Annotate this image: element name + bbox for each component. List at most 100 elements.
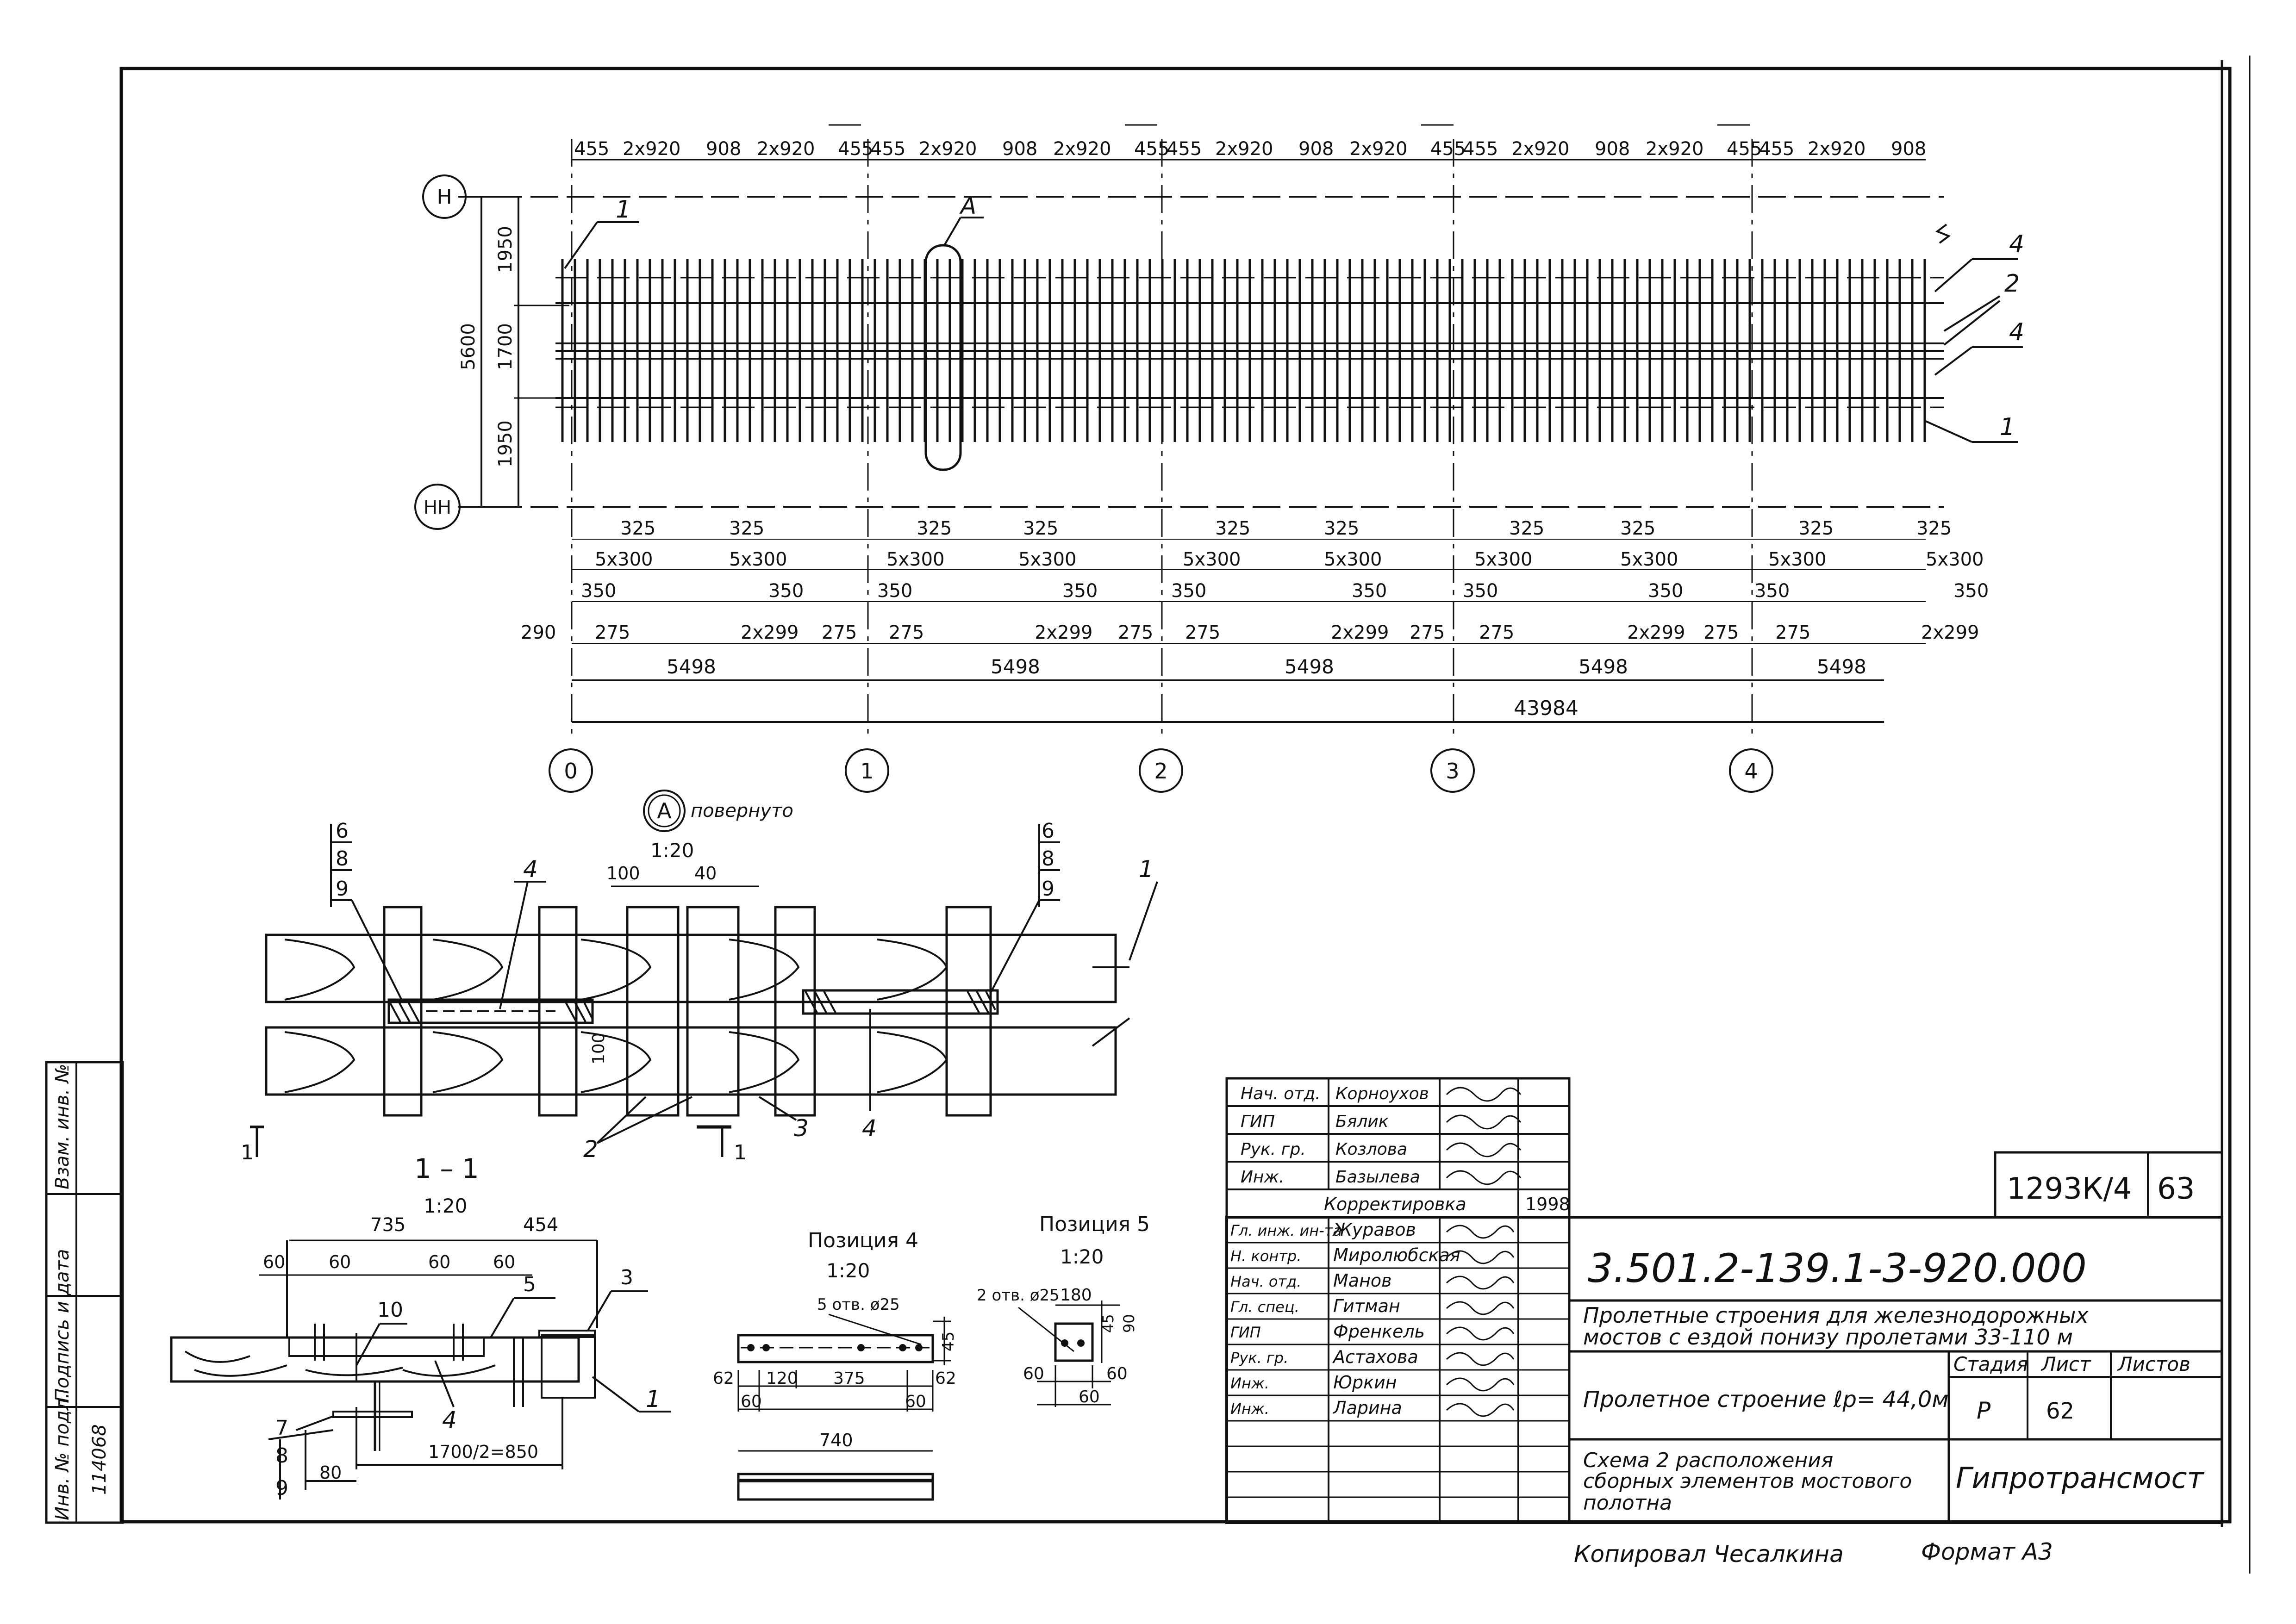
approval-role: Нач. отд. — [1241, 1084, 1321, 1103]
section-dim-60-c: 60 — [428, 1252, 450, 1272]
axis-circle — [1729, 748, 1773, 793]
pos4-dim-120: 120 — [766, 1369, 798, 1388]
bottom-dim: 325 — [917, 518, 952, 539]
pos4-dim-45: 45 — [939, 1332, 958, 1351]
series-title-2: мостов с ездой понизу пролетами 33-110 м — [1583, 1325, 2073, 1350]
bottom-dim: 350 — [1754, 580, 1790, 602]
vdim-total: 5600 — [458, 323, 479, 370]
side-repl-inv: Взам. инв. № — [52, 1064, 73, 1189]
detail-a-dim-40: 40 — [694, 863, 717, 884]
detail-a-dim-100-top: 100 — [606, 863, 640, 884]
album-code: 1293К/4 — [2007, 1172, 2132, 1206]
top-dim: 455 — [1463, 138, 1498, 160]
top-dim: 455 — [1759, 138, 1794, 160]
top-dim: 2x920 — [623, 138, 680, 160]
top-dim: 2x920 — [1349, 138, 1407, 160]
bottom-dim: 350 — [1648, 580, 1683, 602]
drawing-title-1: Схема 2 расположения — [1583, 1449, 1833, 1472]
series-title-1: Пролетные строения для железнодорожных — [1583, 1303, 2089, 1328]
total-length: 43984 — [1514, 697, 1578, 720]
detail-a-callout-9-left: 9 — [336, 877, 349, 901]
pos5-dim-45: 45 — [1099, 1314, 1117, 1333]
approval-role: Инж. — [1241, 1168, 1284, 1187]
bottom-dim: 290 — [521, 622, 556, 643]
cross-tie — [945, 906, 992, 1117]
bottom-dim: 5x300 — [729, 549, 787, 570]
bottom-dim: 5x300 — [1926, 549, 1984, 570]
signatory-role: ГИП — [1230, 1324, 1261, 1341]
axis-label: 4 — [1744, 759, 1758, 784]
bottom-dim: 5x300 — [1183, 549, 1241, 570]
signatory-role: Н. контр. — [1230, 1247, 1301, 1265]
pos5-dim-60-bottom: 60 — [1079, 1388, 1100, 1406]
bottom-dim: 275 — [1410, 622, 1445, 643]
top-dim: 908 — [1891, 138, 1926, 160]
bottom-dim: 275 — [1703, 622, 1739, 643]
bottom-dim: 350 — [768, 580, 804, 602]
wood-grain — [729, 939, 800, 1001]
bottom-dim: 325 — [620, 518, 655, 539]
sheets-label: Листов — [2117, 1353, 2190, 1375]
pos5-dim-60-left: 60 — [1023, 1364, 1044, 1383]
plan-callout-1-bottom: 1 — [2000, 413, 2015, 441]
album-sheet: 63 — [2157, 1172, 2195, 1206]
paper-format: Формат А3 — [1921, 1538, 2053, 1565]
cross-tie — [774, 906, 816, 1117]
axis-circle — [1139, 748, 1183, 793]
side-sign-date: Подпись и дата — [52, 1249, 73, 1402]
pos4-dim-375: 375 — [833, 1369, 865, 1388]
detail-a-callout-4-left: 4 — [523, 856, 538, 883]
signatory-role: Гл. спец. — [1230, 1298, 1299, 1316]
section-dim-60-a: 60 — [263, 1252, 285, 1272]
section-dim-60-d: 60 — [493, 1252, 515, 1272]
axis-label-n: Н — [437, 185, 452, 209]
wood-grain — [284, 939, 356, 1001]
title-block: 1293К/4 63 3.501.2-139.1-3-920.000 Проле… — [1225, 1077, 2223, 1524]
section-callout-3: 3 — [620, 1266, 633, 1289]
pos4-dim-60-right: 60 — [905, 1392, 926, 1411]
side-inv-value: 114068 — [89, 1424, 110, 1495]
signatory-name: Миролюбская — [1333, 1245, 1460, 1265]
cross-tie — [626, 906, 680, 1117]
sheet-label: Лист — [2040, 1353, 2091, 1375]
top-dim: 2x920 — [1511, 138, 1569, 160]
signatory-role: Инж. — [1230, 1400, 1269, 1418]
bottom-dim: 5x300 — [886, 549, 944, 570]
bottom-dim: 5x300 — [595, 549, 653, 570]
bottom-dim: 275 — [1775, 622, 1810, 643]
detail-a-callout-8-left: 8 — [336, 847, 349, 871]
top-dim: 908 — [1595, 138, 1630, 160]
span-length-5: 5498 — [1817, 655, 1866, 678]
pos4-scale: 1:20 — [826, 1259, 870, 1282]
section-dim-850: 1700/2=850 — [428, 1442, 538, 1462]
top-dim: 455 — [1727, 138, 1762, 160]
signature-mark — [1446, 1114, 1522, 1130]
bottom-dim: 5x300 — [1324, 549, 1382, 570]
axis-circle — [845, 748, 889, 793]
section-callout-4: 4 — [442, 1406, 457, 1433]
bottom-dim: 275 — [1185, 622, 1220, 643]
plan-callout-1-top: 1 — [616, 196, 631, 224]
top-dim: 2x920 — [757, 138, 815, 160]
approval-role: ГИП — [1241, 1112, 1275, 1131]
bottom-dim: 5x300 — [1768, 549, 1826, 570]
correction-label: Корректировка — [1324, 1194, 1466, 1214]
detail-a-callout-3: 3 — [794, 1115, 809, 1142]
axis-label: 1 — [860, 759, 873, 784]
plan-callout-a: А — [959, 193, 976, 219]
bottom-dim: 2x299 — [1921, 622, 1979, 643]
bottom-dim: 350 — [1463, 580, 1498, 602]
top-dim: 908 — [706, 138, 741, 160]
detail-a-callout-2: 2 — [583, 1136, 598, 1163]
signatory-name: Френкель — [1333, 1321, 1425, 1342]
top-dim: 2x920 — [1646, 138, 1703, 160]
top-dim: 2x920 — [1808, 138, 1866, 160]
span-length-4: 5498 — [1578, 655, 1628, 678]
bottom-dim: 275 — [1118, 622, 1153, 643]
organization: Гипротрансмост — [1956, 1461, 2205, 1495]
top-dim: 2x920 — [1215, 138, 1273, 160]
section-dim-735: 735 — [370, 1214, 406, 1236]
pos4-holes: 5 отв. ø25 — [817, 1295, 900, 1314]
signature-mark — [1446, 1276, 1515, 1290]
